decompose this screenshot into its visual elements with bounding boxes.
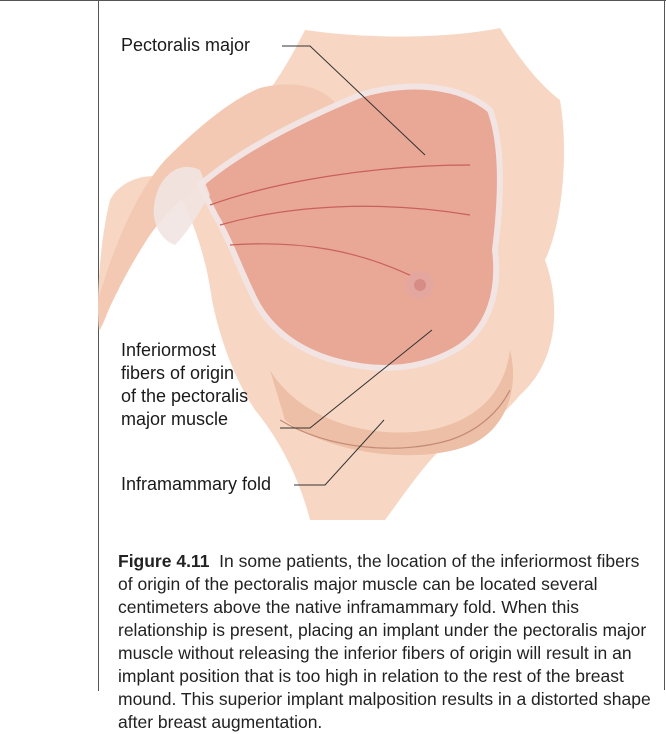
label-inframammary-fold: Inframammary fold (121, 473, 271, 496)
label-pectoralis-major: Pectoralis major (121, 34, 250, 57)
nipple (414, 279, 426, 291)
label-inferior-fibers-line-1: Inferiormost (121, 339, 248, 362)
caption-text: In some patients, the location of the in… (118, 551, 651, 732)
label-inferior-fibers-line-2: fibers of origin (121, 362, 248, 385)
label-inferior-fibers-line-4: major muscle (121, 408, 248, 431)
figure-number: Figure 4.11 (118, 551, 209, 571)
label-inferior-fibers-line-3: of the pectoralis (121, 385, 248, 408)
figure-caption: Figure 4.11 In some patients, the locati… (118, 550, 653, 734)
label-inferior-fibers: Inferiormost fibers of origin of the pec… (121, 339, 248, 431)
pectoralis-illustration (0, 0, 666, 545)
